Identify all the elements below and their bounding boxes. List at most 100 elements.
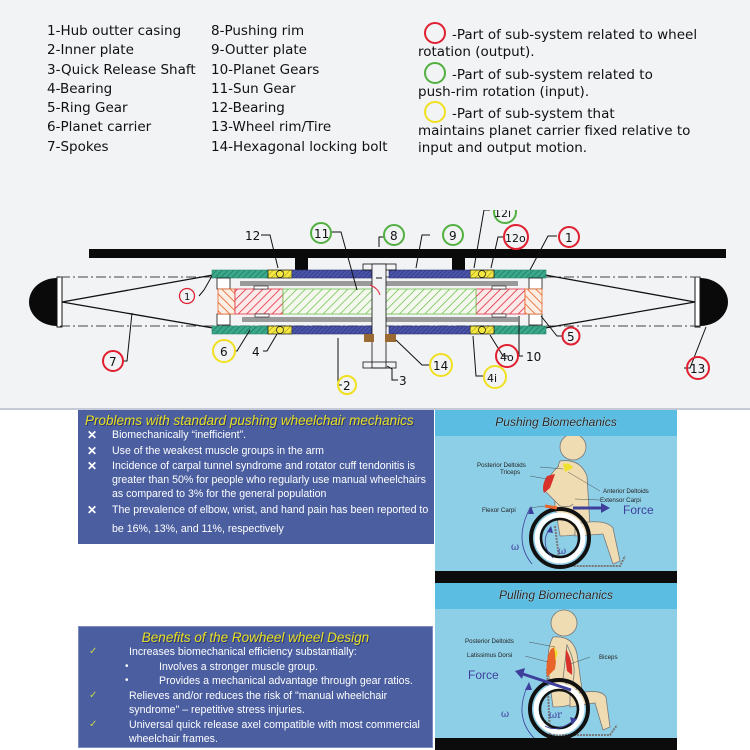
tire-left xyxy=(29,278,57,326)
pushing-title: Pushing Biomechanics xyxy=(435,410,677,436)
pulling-biomechanics-figure: Pulling Biomechanics Posterior Deltoids xyxy=(435,583,677,750)
hub-casing-left-top xyxy=(211,269,269,279)
callout-12o: 12o xyxy=(505,232,526,245)
planet-gear-left xyxy=(234,288,284,315)
hub-cross-section-diagram: 12 11 8 9 12i 12o 1 1 7 6 4 2 3 14 xyxy=(29,210,728,395)
callout-5: 5 xyxy=(567,330,575,344)
benefit-text: Increases biomechanical efficiency subst… xyxy=(129,646,357,658)
callout-2: 2 xyxy=(343,379,351,393)
legend-item: 6-Planet carrier xyxy=(47,119,152,136)
yellow-circle-icon xyxy=(429,353,453,377)
key-text: push-rim rotation (input). xyxy=(418,83,590,100)
callout-4i: 4i xyxy=(487,372,497,385)
quick-release-shaft xyxy=(362,263,397,369)
outer-plate-top xyxy=(388,269,471,279)
x-mark-icon: ✕ xyxy=(87,443,98,458)
yellow-circle-icon xyxy=(483,365,507,389)
rim-right xyxy=(694,276,701,328)
subsystem-key: -Part of sub-system related to wheel rot… xyxy=(418,22,738,157)
key-input: -Part of sub-system related to push-rim … xyxy=(418,61,738,101)
legend-item: 12-Bearing xyxy=(211,100,285,117)
callout-1-left: 1 xyxy=(184,292,190,303)
callout-4: 4 xyxy=(252,345,260,359)
bullet-icon: • xyxy=(125,675,129,686)
pin xyxy=(491,313,507,318)
green-circle-icon xyxy=(310,222,332,244)
spoke xyxy=(544,301,696,329)
benefit-subitem: • Provides a mechanical advantage through… xyxy=(79,674,432,689)
spoke xyxy=(61,301,214,329)
yellow-circle-icon xyxy=(212,339,236,363)
rim-mount-right xyxy=(452,257,465,271)
legend-item: 8-Pushing rim xyxy=(211,23,305,39)
benefit-subitem: •Involves a stronger muscle group. xyxy=(79,660,432,675)
problems-panel: Problems with standard pushing wheelchai… xyxy=(78,410,434,544)
omega-inner-label: ω xyxy=(558,546,567,557)
key-text: -Part of sub-system that xyxy=(452,106,615,122)
callout-13: 13 xyxy=(690,362,705,376)
check-icon: ✓ xyxy=(89,689,98,701)
green-circle-icon xyxy=(493,210,517,224)
spoke xyxy=(61,274,214,303)
green-circle-icon xyxy=(383,224,405,246)
benefit-item: ✓ Increases biomechanical efficiency subs… xyxy=(79,645,432,660)
key-text: -Part of sub-system related to wheel xyxy=(452,27,698,43)
benefit-text: Relieves and/or reduces the risk of "man… xyxy=(129,689,388,717)
pushing-biomechanics-figure: Pushing Biomechanics Posterior Deltoids xyxy=(435,410,677,583)
spacer xyxy=(216,277,231,290)
callout-12: 12 xyxy=(245,229,260,243)
red-circle-icon xyxy=(561,326,581,346)
legend-item: 11-Sun Gear xyxy=(211,80,296,97)
callout-9: 9 xyxy=(449,229,457,243)
key-output: -Part of sub-system related to wheel rot… xyxy=(418,22,738,61)
problem-text: Biomechanically “inefficient”. xyxy=(112,429,247,441)
omega-outer-label: ω xyxy=(511,542,520,553)
problem-text: The prevalence of elbow, wrist, and hand… xyxy=(112,504,429,535)
label-flexor-carpi: Flexor Carpi xyxy=(482,507,516,514)
callouts: 12 11 8 9 12i 12o 1 1 7 6 4 2 3 14 xyxy=(102,210,710,395)
callout-12i: 12i xyxy=(494,210,511,220)
hub-casing-right-bottom xyxy=(493,325,547,335)
problem-item: ✕Incidence of carpal tunnel syndrome and… xyxy=(78,459,434,501)
callout-3: 3 xyxy=(399,374,407,388)
benefits-panel: Benefits of the Rowheel wheel Design ✓ In… xyxy=(78,626,433,748)
legend-item: 5-Ring Gear xyxy=(47,100,128,117)
callout-6: 6 xyxy=(220,345,228,359)
pulling-illustration: Posterior Deltoids Latissimus Dorsi Bice… xyxy=(435,609,677,738)
hub-casing-right-top xyxy=(493,269,547,279)
bearing-12-right xyxy=(469,269,495,279)
force-label: Force xyxy=(623,503,654,517)
red-circle-icon xyxy=(686,356,710,380)
x-mark-icon: ✕ xyxy=(87,428,98,442)
parts-legend-column-2: 8-Pushing rim 9-Outter plate 10-Planet G… xyxy=(211,22,388,157)
check-icon: ✓ xyxy=(89,646,98,657)
benefit-text: Provides a mechanical advantage through … xyxy=(159,675,413,687)
x-mark-icon: ✕ xyxy=(87,503,98,517)
key-text: -Part of sub-system related to xyxy=(452,66,653,83)
callout-8: 8 xyxy=(390,229,398,243)
benefit-item: ✓ Universal quick release axel compatible… xyxy=(79,718,432,747)
label-triceps: Triceps xyxy=(500,469,521,476)
parts-legend-column-1: 1-Hub outter casing 2-Inner plate 3-Quic… xyxy=(47,22,196,157)
yellow-circle-icon xyxy=(424,101,446,123)
label-extensor-carpi: Extensor Carpi xyxy=(600,497,641,504)
check-icon: ✓ xyxy=(89,718,98,730)
callout-4o: 4o xyxy=(500,351,514,364)
problem-item: ✕ The prevalence of elbow, wrist, and han… xyxy=(78,501,434,539)
bearing-4-right xyxy=(469,325,495,335)
hub-casing-left-bottom xyxy=(211,325,269,335)
spacer xyxy=(528,313,543,326)
pushing-illustration: Posterior Deltoids Triceps Anterior Delt… xyxy=(435,436,677,571)
legend-item: 10-Planet Gears xyxy=(211,61,320,78)
yellow-circle-icon xyxy=(337,375,357,395)
ground-bar xyxy=(435,738,677,750)
red-circle-icon xyxy=(102,350,124,372)
callout-10: 10 xyxy=(526,350,541,364)
benefits-title: Benefits of the Rowheel wheel Design xyxy=(141,630,370,645)
legend-item: 4-Bearing xyxy=(47,80,113,97)
benefit-text: Universal quick release axel compatible … xyxy=(129,718,420,746)
red-circle-icon xyxy=(495,344,519,368)
legend-item: 13-Wheel rim/Tire xyxy=(211,119,332,136)
legend-item: 1-Hub outter casing xyxy=(47,23,182,39)
problem-item: ✕ Biomechanically “inefficient”. xyxy=(78,428,434,444)
